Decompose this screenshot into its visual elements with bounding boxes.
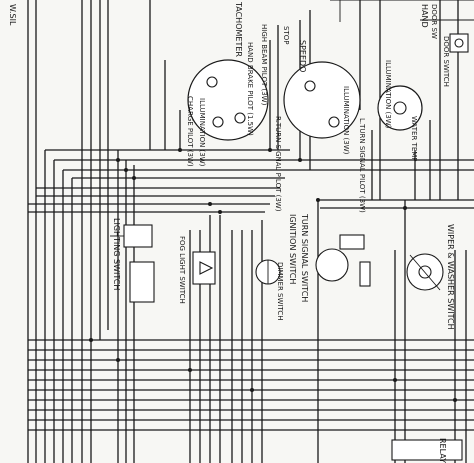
label-dimmer-switch: DIMMER SWITCH [276, 262, 284, 321]
speedometer-gauge [283, 61, 361, 139]
label-r-turn-signal-pilot: R.TURN SIGNAL PILOT (3W) [274, 116, 282, 212]
label-ignition-switch: IGNITION SWITCH [288, 214, 297, 284]
label-water-temp: WATER TEMP [410, 116, 418, 162]
door-switch-symbol [449, 33, 469, 53]
fog-light-switch-symbol [192, 251, 216, 285]
label-high-beam-pilot: HIGH BEAM PILOT (3W) [260, 24, 268, 106]
label-stop-fragment: STOP [282, 26, 290, 44]
label-wiper-washer-switch: WIPER & WASHER SWITCH [446, 224, 455, 330]
label-hand-brake-pilot: HAND BRAKE PILOT (1.5W) [246, 42, 254, 136]
label-relay: RELAY [438, 438, 447, 463]
label-charge-pilot: CHARGE PILOT (3W) [186, 96, 194, 167]
label-tachometer: TACHOMETER [234, 1, 243, 57]
left-harness-wires [27, 0, 135, 463]
label-turn-signal-switch: TURN SIGNAL SWITCH [300, 213, 309, 302]
label-top-left-fragment: W.SIL [8, 4, 17, 26]
lower-horizontal-bus [28, 339, 474, 431]
label-door-sw: DOOR SW [430, 4, 438, 39]
junction-dots [89, 148, 457, 402]
upper-horizontal-bus [28, 149, 474, 213]
center-vertical-wires [149, 0, 474, 463]
relay-symbol [391, 439, 463, 461]
label-l-turn-signal-pilot: L.TURN SIGNAL PILOT (3W) [358, 118, 366, 213]
right-meter-gauge [377, 85, 423, 131]
turn-signal-switch-symbol [315, 234, 371, 287]
label-illumination-right: ILLUMINATION (3W) [384, 60, 392, 129]
ignition-switch-symbol [255, 259, 281, 285]
wiper-washer-switch-symbol [406, 253, 444, 291]
label-door-switch: DOOR SWITCH [442, 36, 450, 87]
label-fog-light-switch: FOG LIGHT SWITCH [178, 236, 186, 304]
label-hand-top: HAND [420, 4, 429, 28]
lighting-switch-symbol [110, 224, 155, 303]
tachometer-gauge [187, 59, 269, 141]
label-illumination-tach: ILLUMINATION (3W) [198, 98, 206, 167]
label-lighting-switch: LIGHTING SWITCH [112, 218, 121, 290]
label-speedo: SPEEDO [298, 40, 307, 72]
label-illumination-speedo: ILLUMINATION (3W) [342, 86, 350, 155]
